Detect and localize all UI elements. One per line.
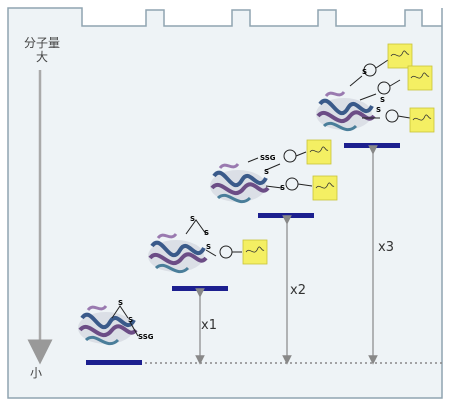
ssg-label-1: SSG xyxy=(138,333,154,341)
axis-top-line2: 大 xyxy=(35,50,48,64)
multiplier-x2: x2 xyxy=(290,283,306,298)
s-label-1a: S xyxy=(118,299,123,307)
axis-top-label: 分子量 大 xyxy=(22,36,62,64)
s-label-1b: S xyxy=(128,316,133,324)
linker-x2 xyxy=(247,149,313,191)
peg-box-x3b xyxy=(407,65,433,91)
s-label-3a: S xyxy=(264,168,269,176)
band-x3 xyxy=(344,143,400,148)
s-label-2a: S xyxy=(190,215,195,223)
multiplier-x3: x3 xyxy=(378,240,394,255)
s-label-2b: S xyxy=(204,229,209,237)
protein-unmodified xyxy=(78,304,138,346)
protein-x2 xyxy=(210,162,270,204)
band-x1 xyxy=(172,286,228,291)
multiplier-x1: x1 xyxy=(201,318,217,333)
s-label-4a: S xyxy=(362,68,367,76)
band-unmodified xyxy=(86,360,142,365)
linker-x1 xyxy=(185,219,242,259)
gel-outline xyxy=(7,7,443,399)
ssg-label-3: SSG xyxy=(260,154,276,162)
band-x2 xyxy=(258,213,314,218)
linker-x3 xyxy=(349,59,411,123)
s-label-3b: S xyxy=(280,184,285,192)
axis-bottom-label: 小 xyxy=(30,366,43,380)
s-label-4c: S xyxy=(376,106,381,114)
s-label-4b: S xyxy=(380,96,385,104)
s-label-2c: S xyxy=(206,243,211,251)
axis-top-line1: 分子量 xyxy=(23,36,60,50)
protein-x1 xyxy=(148,232,208,274)
disulfide-1 xyxy=(111,305,139,337)
